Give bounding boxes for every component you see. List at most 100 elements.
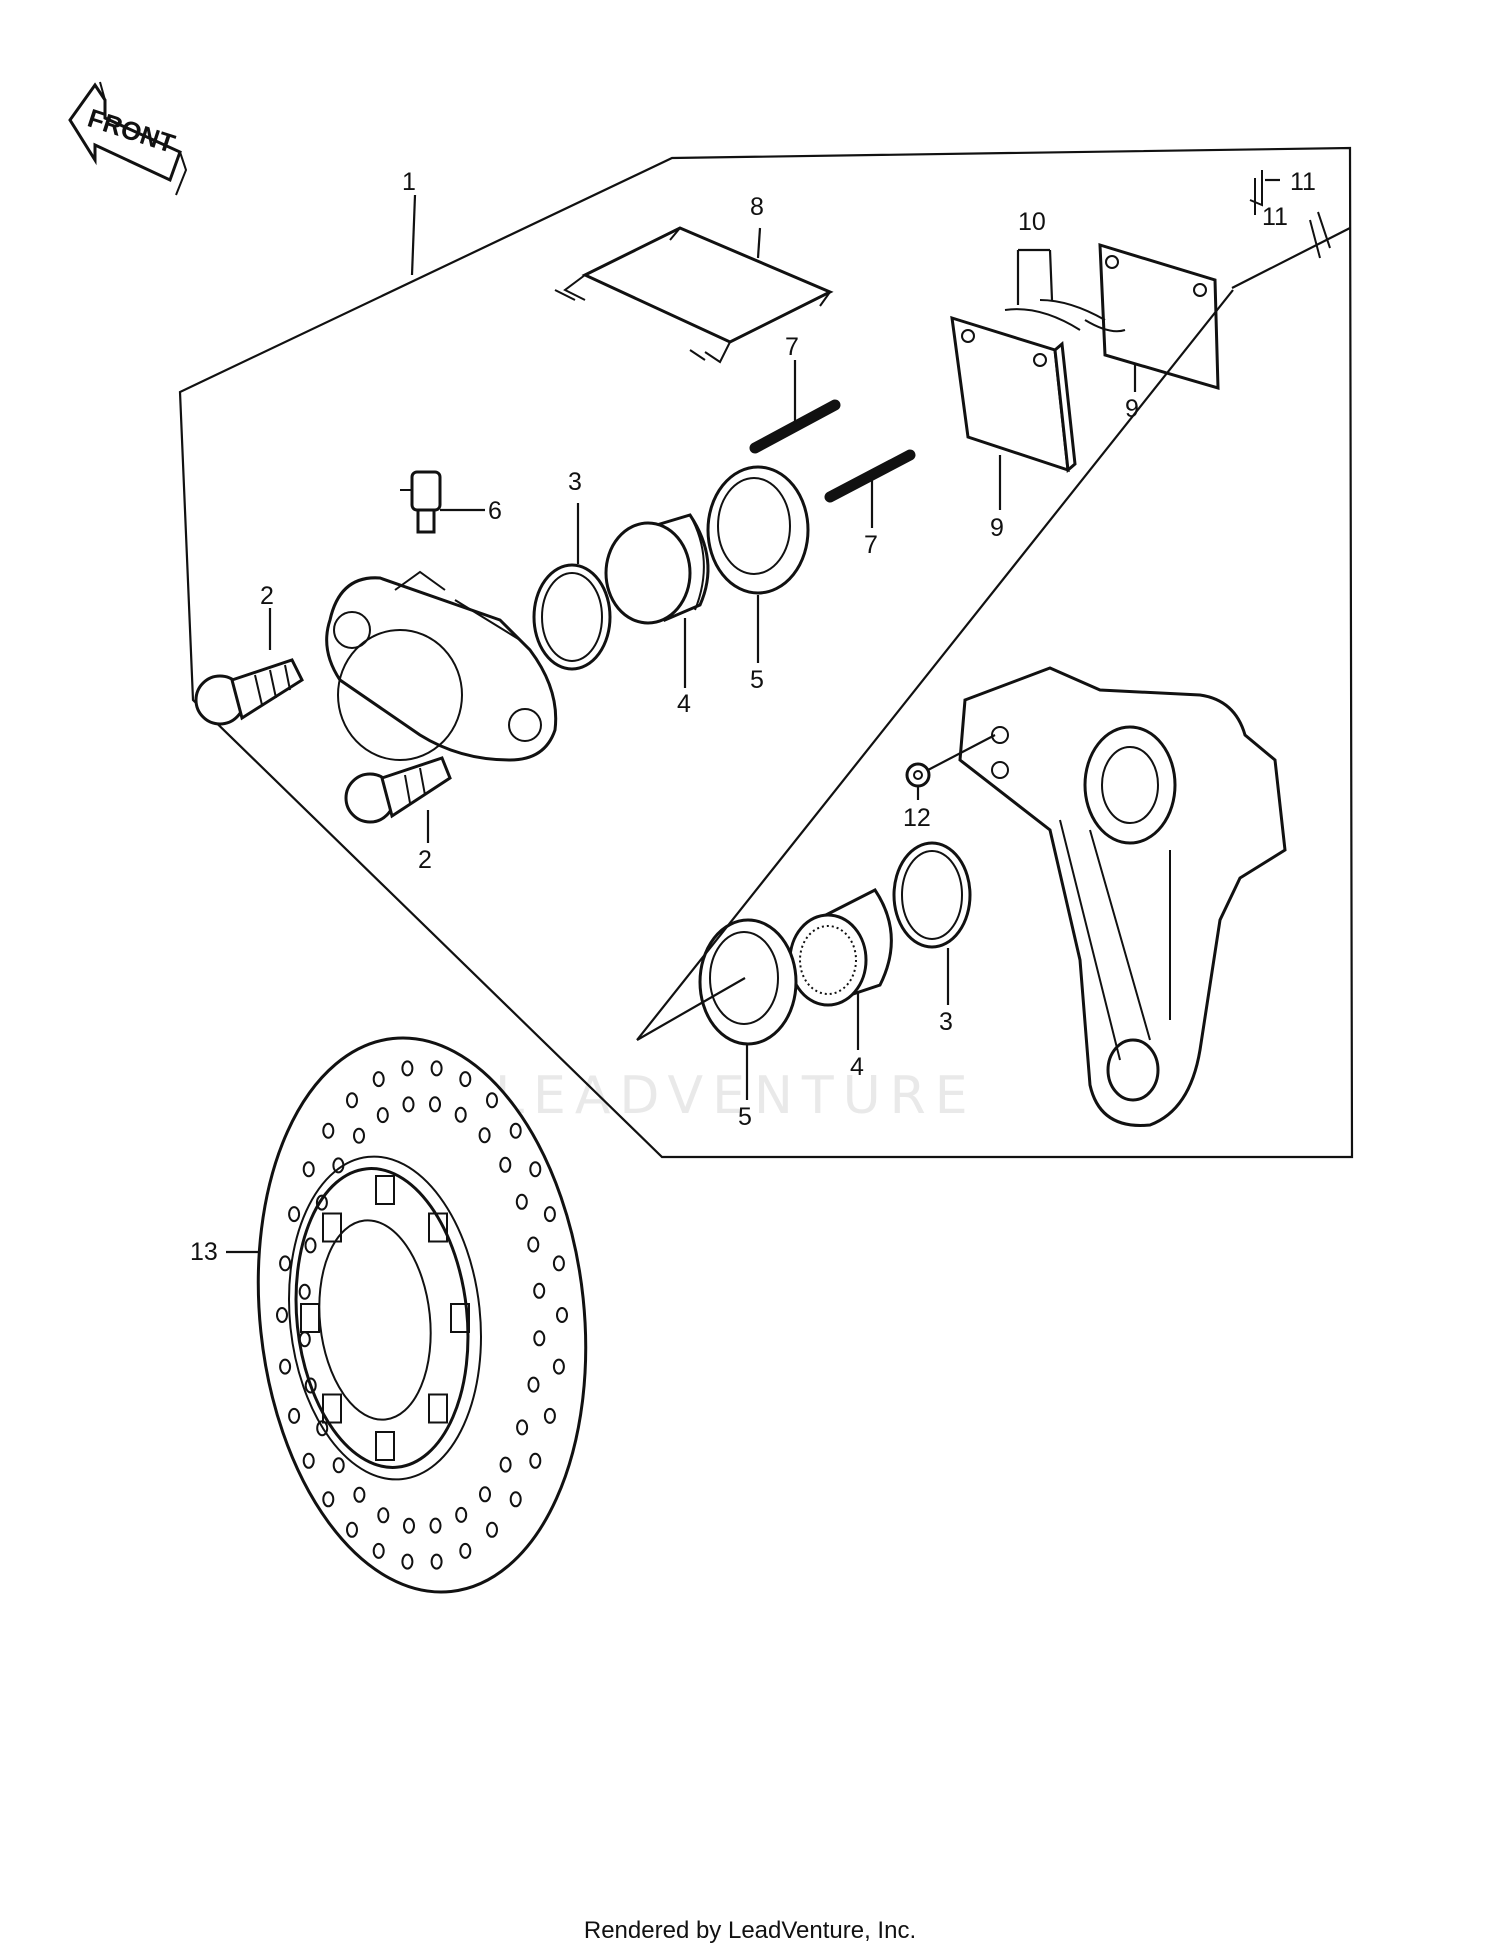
render-credit: Rendered by LeadVenture, Inc. [583, 1917, 917, 1944]
caliper-bolt-upper [194, 658, 304, 726]
disc-hole [288, 1206, 301, 1223]
disc-hole [322, 1122, 335, 1139]
disc-hole [543, 1206, 556, 1223]
watermark: LEADVENTURE [495, 1066, 977, 1126]
leader-assembly-short [636, 977, 746, 1041]
brake-pad-front [950, 315, 1077, 473]
disc-hole [322, 1491, 335, 1508]
disc-hole [527, 1376, 540, 1393]
disc-hole [288, 1407, 301, 1424]
disc-hole [276, 1307, 288, 1323]
front-arrow-icon: FRONT [68, 81, 188, 196]
hub-window [450, 1303, 470, 1333]
hub-window [375, 1431, 395, 1461]
disc-hole [346, 1521, 358, 1538]
disc-hole [302, 1452, 315, 1469]
disc-hole [509, 1122, 522, 1139]
disc-hole [527, 1236, 540, 1253]
hub-window [428, 1393, 448, 1424]
hub-window [322, 1393, 342, 1424]
piston-seal-lower [892, 841, 972, 949]
bleeder-valve [400, 470, 442, 534]
disc-hole [515, 1193, 528, 1210]
piston-upper [604, 513, 710, 625]
disc-hole [486, 1092, 498, 1109]
callout-6: 6 [488, 497, 502, 525]
callout-8: 8 [750, 193, 764, 221]
callout-7a: 7 [785, 333, 799, 361]
disc-hole [479, 1486, 491, 1503]
disc-hole [430, 1060, 443, 1077]
piston-seal-upper [532, 563, 612, 671]
leader-1 [410, 194, 417, 276]
hub-window [322, 1212, 342, 1243]
disc-hole [533, 1282, 546, 1299]
leader-12-bracket [927, 734, 996, 771]
disc-hole [509, 1491, 522, 1508]
hub-window [428, 1212, 448, 1243]
dust-boot-lower [698, 918, 798, 1046]
callout-3a: 3 [568, 468, 582, 496]
disc-hole [403, 1517, 415, 1534]
callout-12: 12 [903, 804, 931, 832]
hub-window [375, 1175, 395, 1205]
disc-hole [315, 1194, 328, 1211]
disc-hole [279, 1358, 292, 1375]
disc-hole [486, 1521, 498, 1538]
pad-shims [1004, 299, 1126, 333]
disc-hole [459, 1071, 472, 1088]
leader-8 [756, 227, 762, 259]
brake-disc [256, 1036, 588, 1594]
disc-hole [279, 1255, 292, 1272]
assembly-outline [178, 146, 1354, 1159]
disc-hole [298, 1283, 311, 1300]
disc-hole [429, 1517, 442, 1534]
nut [905, 762, 931, 788]
clip-lower [1309, 211, 1331, 259]
callout-2b: 2 [418, 846, 432, 874]
callout-7b: 7 [864, 531, 878, 559]
disc-hole [529, 1161, 542, 1178]
disc-hole [552, 1358, 565, 1375]
disc-hole [459, 1542, 472, 1559]
disc-hole [543, 1407, 556, 1424]
disc-hole [401, 1553, 414, 1570]
callout-5b: 5 [738, 1103, 752, 1131]
callout-9b: 9 [1125, 395, 1139, 423]
callout-1: 1 [402, 168, 416, 196]
disc-hole [478, 1127, 491, 1144]
disc-hole [304, 1377, 317, 1394]
disc-hole [372, 1071, 385, 1088]
disc-hole [332, 1157, 345, 1174]
disc-hole [376, 1107, 389, 1124]
disc-hole [529, 1452, 542, 1469]
callout-4a: 4 [677, 690, 691, 718]
callout-3b: 3 [939, 1008, 953, 1036]
disc-hole [402, 1096, 415, 1113]
disc-hole [302, 1161, 315, 1178]
disc-hole [455, 1506, 468, 1523]
disc-hole [499, 1156, 512, 1173]
brake-pad-rear [1098, 242, 1220, 391]
piston-lower [788, 888, 893, 1007]
clip-upper [1249, 170, 1263, 215]
disc-hole [430, 1553, 443, 1570]
pin-lower [824, 449, 916, 503]
disc-hole [304, 1237, 317, 1254]
caliper-holder-bracket [958, 666, 1287, 1127]
callout-4b: 4 [850, 1053, 864, 1081]
caliper-bolt-lower [344, 756, 452, 824]
disc-hole [332, 1457, 345, 1474]
disc-hole [353, 1486, 366, 1503]
disc-hole [346, 1092, 358, 1109]
disc-hole [372, 1542, 385, 1559]
disc-hole [353, 1127, 365, 1144]
disc-hole [516, 1419, 529, 1436]
callout-10: 10 [1018, 208, 1046, 236]
callout-9a: 9 [990, 514, 1004, 542]
callout-11b: 11 [1262, 203, 1288, 231]
disc-hole [401, 1060, 414, 1077]
pin-upper [749, 399, 841, 454]
disc-hole [499, 1456, 512, 1473]
disc-hole [552, 1255, 565, 1272]
